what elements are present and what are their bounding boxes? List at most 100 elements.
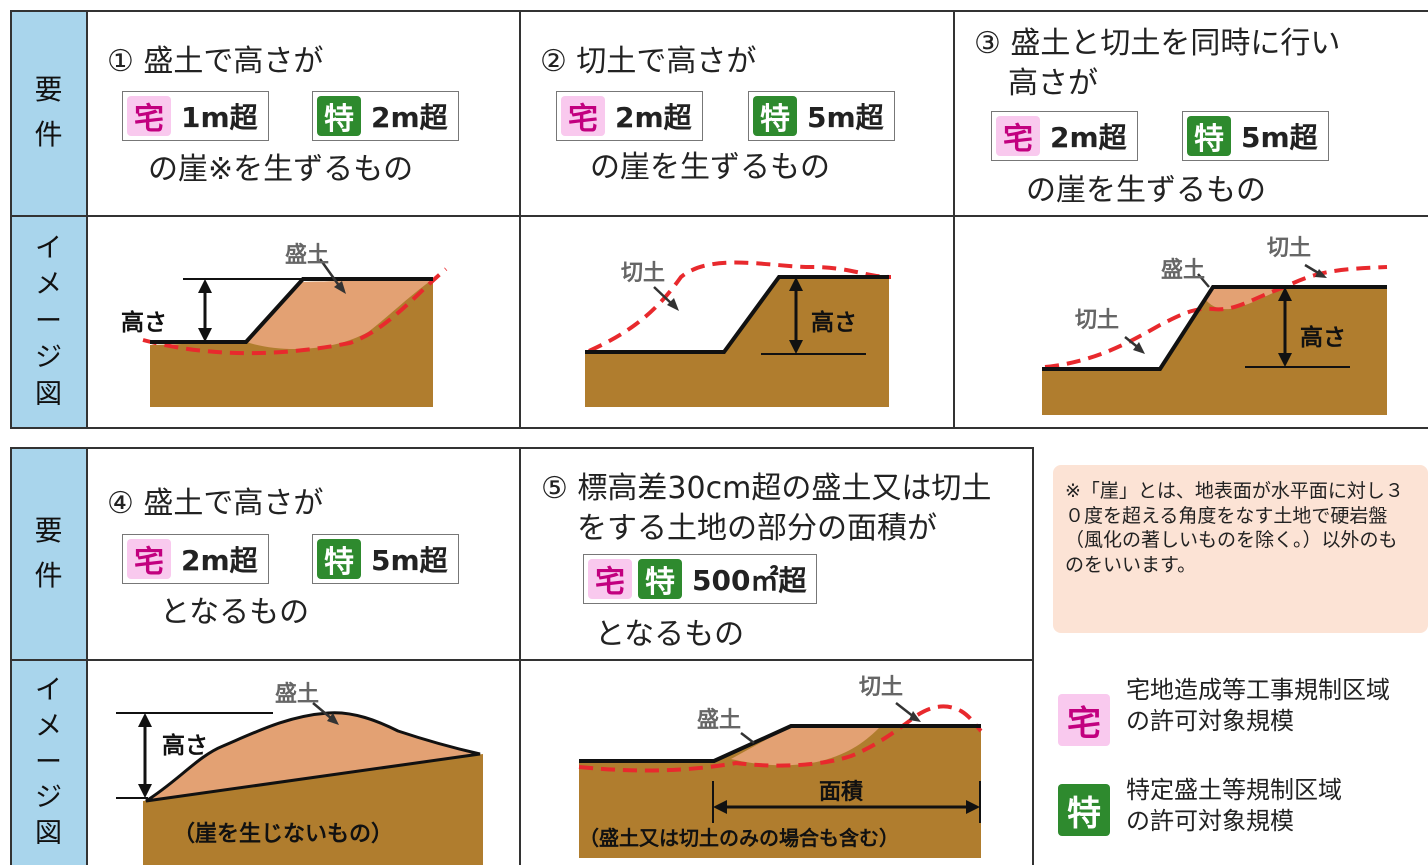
label-morido: 盛土: [697, 707, 741, 733]
fill-area: [731, 726, 881, 766]
side-char: メ: [35, 711, 62, 743]
fill-area: [1205, 287, 1285, 310]
side-char: 要: [34, 514, 63, 548]
side-char: ー: [35, 305, 62, 337]
toku-badge: 特: [317, 96, 361, 137]
side-label-image: イ メ ー ジ 図: [11, 660, 86, 865]
req-tail: の崖を生ずるもの: [590, 150, 830, 185]
legend-taku-line1: 宅地造成等工事規制区域: [1126, 676, 1390, 704]
toku-value-box: 特 2m超: [312, 91, 459, 141]
combined-value-box: 宅 特 500㎡超: [583, 554, 818, 604]
side-char: ー: [35, 746, 62, 778]
pointer-line: [1197, 273, 1210, 288]
grid-line: [953, 10, 955, 429]
fill-area: [246, 279, 433, 350]
toku-badge: 特: [753, 96, 797, 137]
side-label-requirements: 要 件: [11, 448, 86, 660]
surface-line: [579, 724, 981, 763]
taku-value: 2m超: [615, 101, 692, 134]
grid-line: [10, 447, 1033, 449]
toku-value: 5m超: [807, 101, 884, 134]
ground: [579, 726, 981, 858]
req-tail: となるもの: [160, 595, 310, 630]
toku-value: 5m超: [371, 544, 448, 577]
pointer-line: [312, 702, 333, 720]
pointer-line: [895, 702, 915, 718]
side-char: イ: [35, 675, 62, 707]
legend-toku-badge: 特: [1058, 784, 1110, 836]
grid-line: [519, 10, 521, 429]
diagram-area: 切土 盛土 面積 （盛土又は切土のみの場合も含む）: [578, 675, 983, 858]
arrow-head: [1278, 353, 1292, 367]
taku-value-box: 宅 2m超: [556, 91, 703, 141]
taku-badge: 宅: [127, 96, 171, 137]
surface-line: [585, 275, 889, 354]
side-label-image: イ メ ー ジ 図: [11, 216, 86, 428]
req-title: ⑤ 標高差30cm超の盛土又は切土: [541, 471, 992, 506]
ground: [1042, 287, 1387, 415]
grid-line: [10, 659, 1033, 661]
req-tail: となるもの: [595, 617, 745, 652]
pointer-head: [327, 713, 339, 725]
req-title-line2: をする土地の部分の面積が: [577, 511, 937, 546]
taku-value: 2m超: [1050, 121, 1127, 154]
arrow-head: [789, 277, 803, 291]
pointer-line: [653, 286, 674, 306]
label-morido: 盛土: [275, 681, 319, 707]
ground: [143, 754, 483, 865]
toku-value-box: 特 5m超: [312, 534, 459, 584]
toku-value: 2m超: [371, 101, 448, 134]
toku-badge: 特: [638, 559, 682, 600]
arrow-head: [198, 328, 212, 342]
diagram-fill: 盛土 高さ: [121, 242, 448, 407]
legend-taku-line2: の許可対象規模: [1126, 707, 1294, 735]
arrow-head: [138, 784, 152, 798]
combined-value: 500㎡超: [692, 564, 807, 597]
legend-toku-line1: 特定盛土等規制区域: [1126, 776, 1342, 804]
arrow-head: [789, 340, 803, 354]
taku-badge: 宅: [561, 96, 605, 137]
req-tail: の崖を生ずるもの: [1026, 173, 1266, 208]
arrow-head: [1278, 287, 1292, 301]
pointer-head: [909, 711, 921, 722]
taku-value-box: 宅 2m超: [991, 111, 1138, 161]
side-char: イ: [35, 232, 62, 264]
pointer-head: [1315, 269, 1327, 278]
cliff-definition-note: ※「崖」とは、地表面が水平面に対し３０度を超える角度をなす土地で硬岩盤（風化の著…: [1053, 465, 1428, 633]
side-char: 件: [34, 118, 63, 151]
fill-area: [145, 711, 481, 803]
legend-toku-line2: の許可対象規模: [1126, 807, 1294, 835]
side-label-requirements: 要 件: [11, 10, 86, 216]
label-takasa: 高さ: [121, 309, 167, 336]
pointer-line: [740, 732, 755, 744]
arrow-head: [138, 713, 152, 727]
label-menseki: 面積: [819, 780, 864, 805]
label-morido: 盛土: [1161, 257, 1205, 283]
grid-line: [86, 447, 88, 865]
req-title: ① 盛土で高さが: [107, 44, 324, 79]
label-includes: （盛土又は切土のみの場合も含む）: [579, 826, 899, 850]
label-kirido: 切土: [859, 675, 903, 700]
cut-dashed-line: [588, 260, 892, 353]
legend-taku-badge: 宅: [1058, 694, 1110, 746]
arrow-head: [198, 279, 212, 293]
grid-line: [10, 447, 12, 865]
side-char: 要: [34, 73, 63, 107]
label-takasa: 高さ: [811, 309, 857, 336]
side-char: 件: [34, 559, 63, 592]
toku-value: 5m超: [1241, 121, 1318, 154]
taku-value: 2m超: [181, 544, 258, 577]
fill-dashed-line: [142, 267, 448, 356]
label-no-cliff: （崖を生じないもの）: [173, 822, 393, 847]
req-title: ② 切土で高さが: [540, 44, 757, 79]
grid-line: [519, 447, 521, 865]
diagram-mound: 盛土 高さ （崖を生じないもの）: [116, 681, 483, 865]
toku-value-box: 特 5m超: [748, 91, 895, 141]
pointer-head: [667, 298, 679, 311]
grid-line: [10, 10, 1428, 12]
mixed-dashed-line: [578, 704, 983, 773]
toku-badge: 特: [317, 539, 361, 580]
grid-line: [10, 427, 1428, 429]
taku-value-box: 宅 2m超: [122, 534, 269, 584]
toku-value-box: 特 5m超: [1182, 111, 1329, 161]
